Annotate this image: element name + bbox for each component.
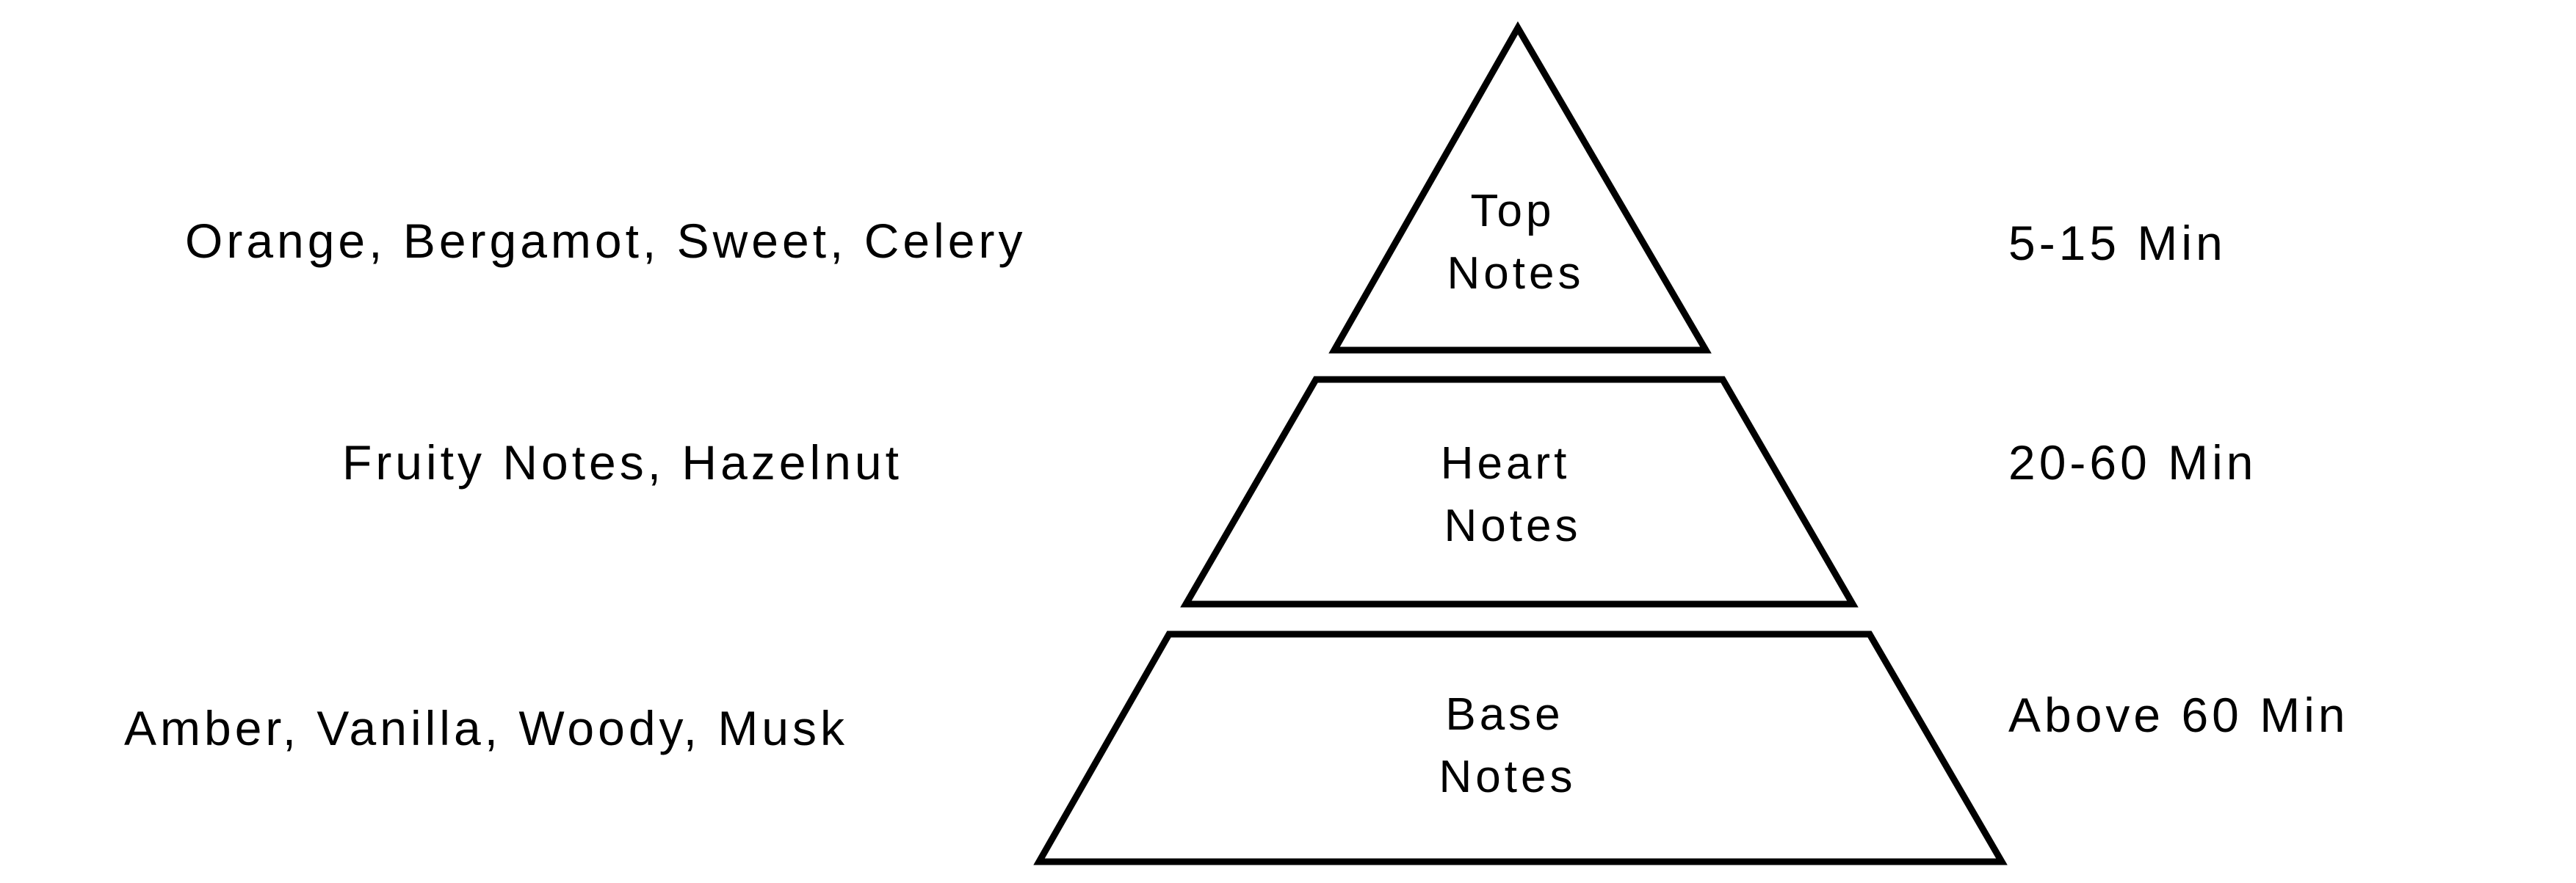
base-notes-duration: Above 60 Min xyxy=(2008,688,2349,742)
base-notes-title-line2: Notes xyxy=(1439,752,1577,802)
top-notes-ingredients: Orange, Bergamot, Sweet, Celery xyxy=(185,214,1027,268)
base-notes-title-line1: Base xyxy=(1445,689,1564,740)
top-notes-duration: 5-15 Min xyxy=(2008,216,2226,270)
top-notes-title-line2: Notes xyxy=(1447,248,1585,299)
heart-notes-title-line2: Notes xyxy=(1444,501,1582,551)
heart-notes-ingredients: Fruity Notes, Hazelnut xyxy=(342,435,902,490)
top-notes-tier xyxy=(1328,21,1712,354)
heart-notes-title-line1: Heart xyxy=(1440,438,1571,489)
top-notes-title-line1: Top xyxy=(1470,186,1555,236)
base-notes-ingredients: Amber, Vanilla, Woody, Musk xyxy=(124,701,849,755)
base-notes-tier xyxy=(1033,631,2008,865)
heart-notes-tier xyxy=(1180,376,1859,608)
heart-notes-duration: 20-60 Min xyxy=(2008,435,2257,490)
